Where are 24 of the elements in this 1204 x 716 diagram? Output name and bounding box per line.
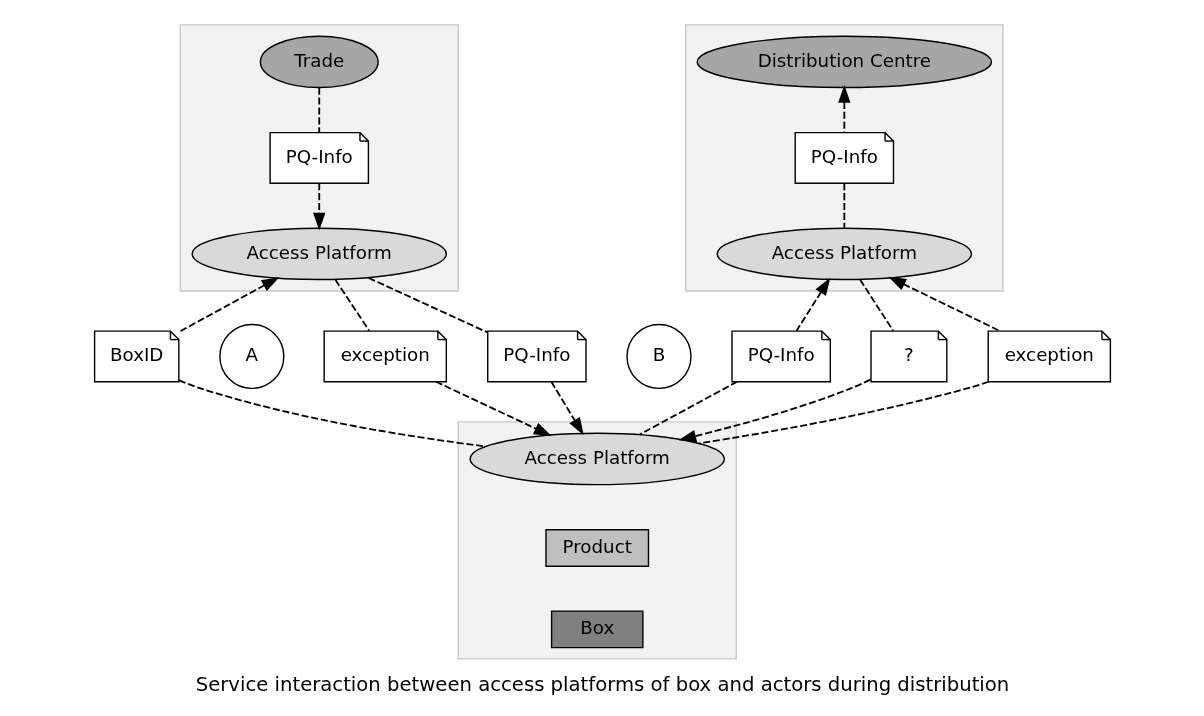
connector — [334, 279, 370, 332]
node-circle: B — [625, 323, 692, 390]
connector — [638, 380, 738, 436]
arrow — [434, 380, 552, 437]
node-circle: A — [218, 323, 284, 390]
arrow — [837, 85, 851, 134]
node-ellipse: Trade — [259, 35, 379, 89]
node-ellipse: Access Platform — [716, 227, 972, 281]
node-box: Box — [550, 610, 644, 649]
node-box: Product — [544, 528, 649, 567]
node-ellipse: Distribution Centre — [696, 35, 992, 89]
connector — [697, 380, 990, 445]
caption: Service interaction between access platforms of box and actors during distribution — [195, 673, 1009, 697]
arrow — [677, 378, 871, 443]
connector — [367, 277, 489, 334]
arrow — [887, 276, 1001, 332]
connector — [842, 182, 845, 229]
node-ellipse: Access Platform — [190, 227, 447, 281]
arrow — [178, 277, 279, 333]
connector — [858, 279, 894, 332]
arrow — [550, 381, 584, 436]
arrow — [795, 277, 830, 332]
arrow — [312, 182, 325, 231]
connector — [317, 86, 320, 134]
